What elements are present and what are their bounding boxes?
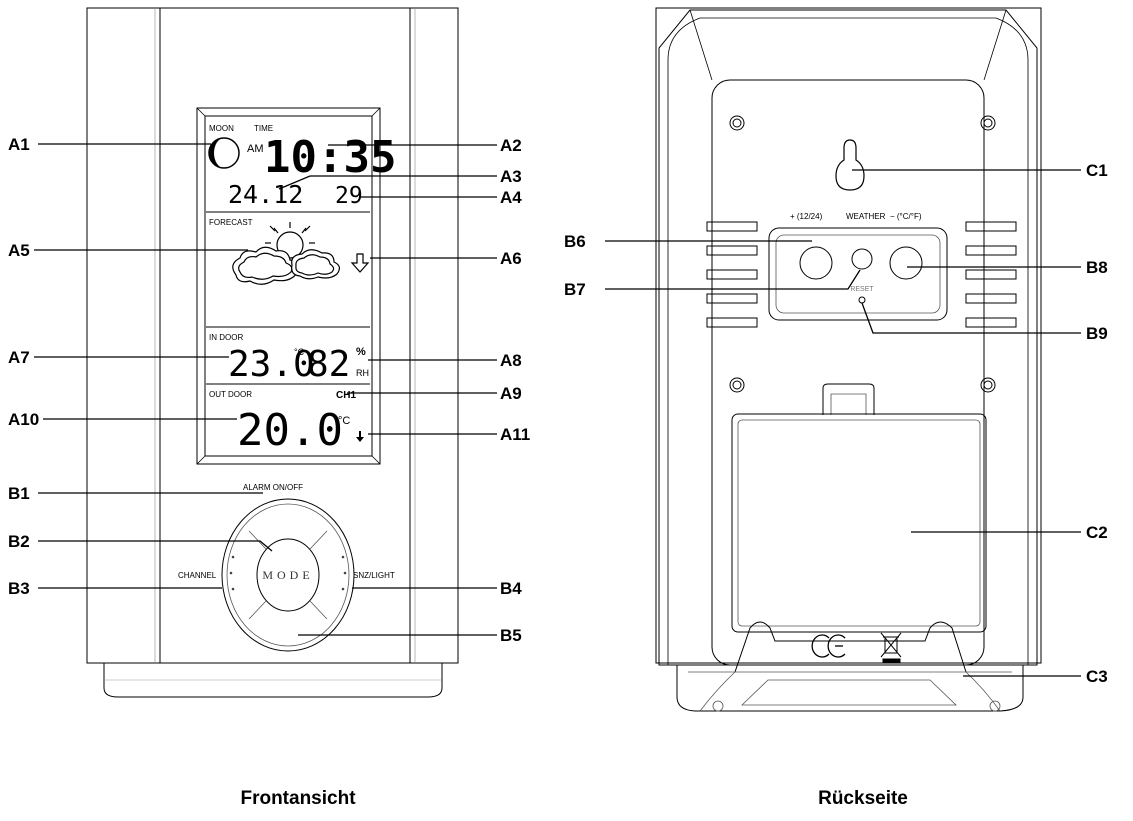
- back-screws: [729, 115, 996, 393]
- reset-label: RESET: [850, 286, 874, 293]
- seconds-display: 29: [335, 183, 363, 209]
- vent-slots-left: [706, 221, 758, 328]
- back-view: + (12/24) WEATHER − (°C/°F) RESET: [655, 7, 1042, 712]
- callout-C1: C1: [1086, 161, 1108, 180]
- indoor-label: IN DOOR: [209, 333, 243, 342]
- back-view-caption: Rückseite: [818, 788, 908, 809]
- callout-A8: A8: [500, 351, 522, 370]
- front-housing: [86, 7, 459, 664]
- callout-B7: B7: [564, 280, 586, 299]
- plus-button-label: + (12/24): [790, 212, 823, 221]
- reset-button[interactable]: [858, 296, 866, 304]
- front-view: MOON TIME AM 10:35 24.12 29 FORECAST: [86, 7, 459, 698]
- callout-A4: A4: [500, 188, 522, 207]
- time-display: 10:35: [264, 132, 396, 183]
- callout-B8: B8: [1086, 258, 1108, 277]
- front-base: [103, 663, 443, 698]
- back-panel: [711, 79, 985, 666]
- callout-A6: A6: [500, 249, 522, 268]
- moon-icon: [208, 137, 240, 169]
- alarm-label: ALARM ON/OFF: [243, 483, 303, 492]
- callout-B1: B1: [8, 484, 30, 503]
- lcd-screen: [204, 115, 373, 457]
- callout-B9: B9: [1086, 324, 1108, 343]
- channel-indicator: CH1: [336, 390, 356, 401]
- callout-A10: A10: [8, 410, 39, 429]
- snz-light-button[interactable]: [328, 555, 352, 595]
- weather-button-label: WEATHER: [846, 212, 886, 221]
- stand-legs: [734, 621, 967, 673]
- am-indicator: AM: [247, 143, 264, 155]
- mode-button-label: MODE: [262, 568, 313, 582]
- ce-mark-icon: [811, 634, 846, 658]
- sun-cloud-icon: [232, 222, 340, 285]
- outdoor-temp-display: 20.0: [237, 405, 343, 456]
- back-callout-labels: B6 B7 C1 B8 B9 C2 C3: [564, 161, 1108, 686]
- front-view-caption: Frontansicht: [240, 788, 356, 809]
- indoor-humidity-display: 82: [307, 344, 350, 385]
- humidity-percent: %: [356, 346, 366, 358]
- battery-cover: [731, 413, 987, 633]
- humidity-rh: RH: [356, 368, 369, 378]
- outdoor-label: OUT DOOR: [209, 390, 252, 399]
- minus-button-label: − (°C/°F): [890, 212, 922, 221]
- weee-bin-icon: [880, 632, 902, 663]
- front-callout-leaders: [34, 143, 497, 636]
- stand-clip: [822, 383, 875, 415]
- front-callout-labels: A1 A5 A7 A10 B1 B2 B3 A2 A3 A4 A6 A8 A9 …: [8, 135, 530, 645]
- callout-B4: B4: [500, 579, 522, 598]
- callout-A9: A9: [500, 384, 522, 403]
- button-cluster: [221, 498, 355, 652]
- outer-button-ring: [221, 498, 355, 652]
- weather-button[interactable]: [851, 248, 873, 270]
- back-base: [676, 665, 1024, 712]
- down-button[interactable]: [260, 623, 316, 645]
- callout-A11: A11: [500, 425, 530, 444]
- channel-button[interactable]: [224, 555, 248, 595]
- vent-slots-right: [965, 221, 1017, 328]
- lcd-frame: [196, 107, 381, 465]
- indoor-temp-display: 23.0: [228, 344, 315, 385]
- outdoor-trend-icon: [356, 431, 364, 442]
- callout-B5: B5: [500, 626, 522, 645]
- callout-B3: B3: [8, 579, 30, 598]
- callout-C2: C2: [1086, 523, 1108, 542]
- callout-B6: B6: [564, 232, 586, 251]
- date-display: 24.12: [228, 180, 303, 209]
- snz-light-label: SNZ/LIGHT: [353, 571, 395, 580]
- moon-label: MOON: [209, 124, 234, 133]
- time-label: TIME: [254, 124, 273, 133]
- trend-arrow-icon: [350, 253, 370, 273]
- callout-C3: C3: [1086, 667, 1108, 686]
- callout-A3: A3: [500, 167, 522, 186]
- callout-A1: A1: [8, 135, 30, 154]
- keyhole-icon: [835, 139, 865, 191]
- plus-button[interactable]: [799, 246, 833, 280]
- minus-button[interactable]: [889, 246, 923, 280]
- callout-A7: A7: [8, 348, 30, 367]
- back-housing: [655, 7, 1042, 664]
- outdoor-temp-unit: °C: [338, 415, 350, 427]
- callout-A2: A2: [500, 136, 522, 155]
- back-callout-leaders: [605, 169, 1081, 677]
- callout-B2: B2: [8, 532, 30, 551]
- callout-A5: A5: [8, 241, 30, 260]
- mode-button[interactable]: [256, 538, 320, 612]
- back-button-panel: [768, 227, 948, 321]
- channel-label: CHANNEL: [178, 571, 217, 580]
- indoor-temp-unit: °C: [294, 347, 305, 357]
- forecast-label: FORECAST: [209, 218, 253, 227]
